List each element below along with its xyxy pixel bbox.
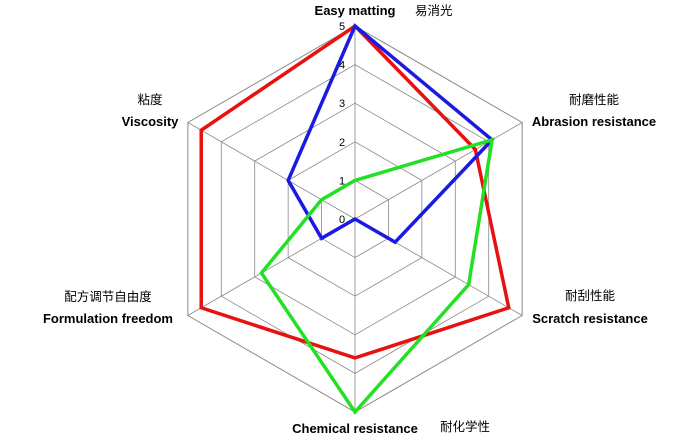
axis-label-zh-abrasion: 耐磨性能 [569, 92, 620, 107]
radial-tick-labels: 0 1 2 3 4 5 [339, 21, 345, 226]
axis-label-scratch: Scratch resistance [532, 311, 648, 326]
axis-label-chemical: Chemical resistance [292, 421, 418, 436]
tick-label-4: 4 [339, 60, 345, 72]
axis-label-formulation: Formulation freedom [43, 311, 173, 326]
grid-spoke-1 [354, 122, 523, 220]
axis-label-abrasion: Abrasion resistance [532, 114, 656, 129]
axis-label-zh-chemical: 耐化学性 [440, 419, 490, 434]
tick-label-1: 1 [339, 175, 345, 187]
axis-label-easy-matting: Easy matting [315, 3, 396, 18]
axis-label-viscosity: Viscosity [122, 114, 180, 129]
axis-label-zh-viscosity: 粘度 [137, 92, 163, 107]
series-green [259, 137, 495, 415]
axis-labels: Easy matting 易消光 耐磨性能 Abrasion resistanc… [43, 3, 656, 436]
axis-label-zh-formulation: 配方调节自由度 [64, 289, 152, 304]
radar-series [199, 23, 511, 415]
tick-label-0: 0 [339, 214, 345, 226]
tick-label-3: 3 [339, 98, 345, 110]
tick-label-2: 2 [339, 137, 345, 149]
tick-label-5: 5 [339, 21, 345, 33]
grid-spoke-5 [187, 122, 356, 220]
axis-label-zh-scratch: 耐刮性能 [565, 288, 616, 303]
series-red [199, 23, 511, 360]
axis-label-zh-easy-matting: 易消光 [415, 3, 453, 18]
